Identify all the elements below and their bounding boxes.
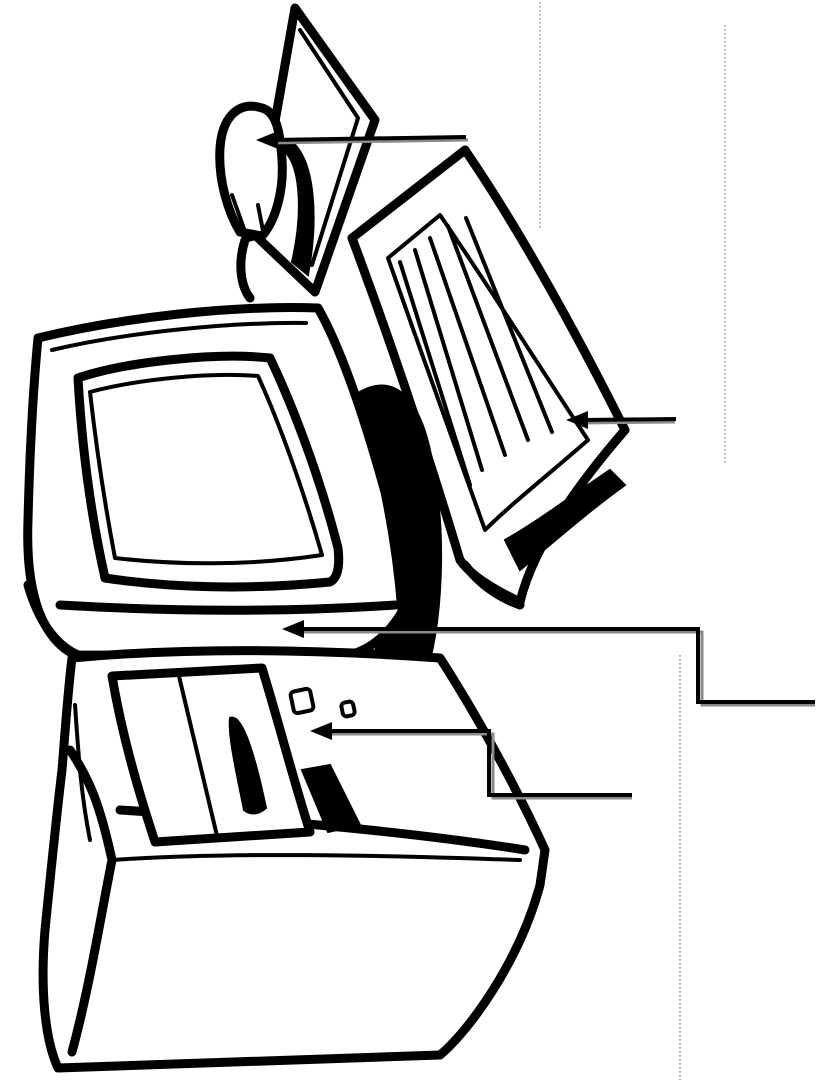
guide-lines [540,2,725,1080]
monitor-icon [28,308,441,664]
mouse-icon [220,8,375,298]
cpu-tower-icon [43,651,545,1069]
